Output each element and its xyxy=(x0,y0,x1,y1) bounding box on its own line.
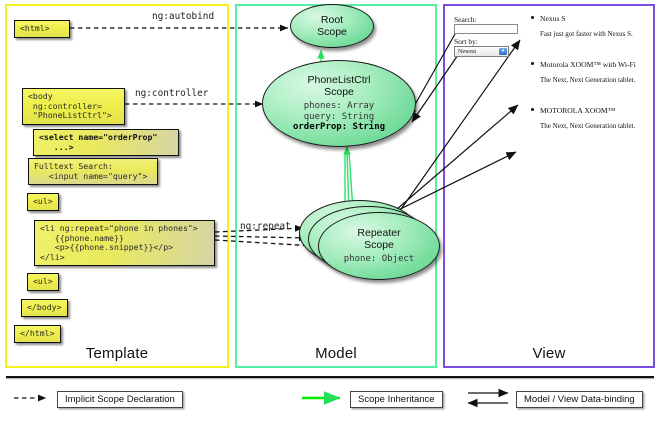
code-box-ul-open: <ul> xyxy=(27,193,59,211)
sort-by-label: Sort by: xyxy=(454,37,478,46)
scope-repeater-title-2: Scope xyxy=(364,239,394,252)
panel-view-label: View xyxy=(532,345,566,362)
code-box-html-open: <html> xyxy=(14,20,70,38)
scope-phonelistctrl-title-1: PhoneListCtrl xyxy=(307,74,371,87)
scope-root-title-2: Scope xyxy=(317,26,347,38)
code-box-html-close: </html> xyxy=(14,325,61,343)
sort-by-selected-value: Newest xyxy=(458,48,476,55)
panel-model-label: Model xyxy=(315,345,357,362)
bullet-icon xyxy=(531,61,534,65)
list-item: MOTOROLA XOOM™ xyxy=(531,106,616,115)
code-box-body-open: <body ng:controller= "PhoneListCtrl"> xyxy=(22,88,125,125)
search-input[interactable] xyxy=(454,24,518,34)
legend-divider xyxy=(6,376,654,378)
scope-phonelistctrl-props-plain: phones: Array query: String xyxy=(303,101,375,122)
chevron-updown-icon: ▾ xyxy=(499,48,507,55)
scope-phonelistctrl-props: phones: Array query: String orderProp: S… xyxy=(293,101,385,133)
scope-root-title-1: Root xyxy=(320,14,344,26)
phone-snippet: The Next, Next Generation tablet. xyxy=(540,122,636,130)
code-box-body-close: </body> xyxy=(21,299,68,317)
list-item: Motorola XOOM™ with Wi-Fi xyxy=(531,60,636,69)
phone-snippet: Fast just got faster with Nexus S. xyxy=(540,30,633,38)
code-box-li-ng-repeat: <li ng:repeat="phone in phones"> {{phone… xyxy=(34,220,215,267)
scope-phonelistctrl-props-bold: orderProp: String xyxy=(292,122,386,133)
scope-repeater-title-1: Repeater xyxy=(357,227,401,240)
scope-phonelistctrl: PhoneListCtrl Scope phones: Array query:… xyxy=(262,60,416,147)
scope-repeater-props: phone: Object xyxy=(343,254,415,265)
search-label: Search: xyxy=(454,15,477,24)
scope-phonelistctrl-title-2: Scope xyxy=(324,86,354,99)
legend-model-view-data-binding: Model / View Data-binding xyxy=(516,391,643,408)
panel-template-label: Template xyxy=(85,345,149,362)
scope-root: Root Scope xyxy=(290,4,374,48)
phone-name: MOTOROLA XOOM™ xyxy=(540,106,616,115)
panel-model: Model xyxy=(235,4,437,368)
sort-by-select[interactable]: Newest ▾ xyxy=(454,46,509,57)
code-box-fulltext-search: Fulltext Search: <input name="query"> xyxy=(28,158,158,186)
phone-name: Nexus S xyxy=(540,14,566,23)
legend-scope-inheritance: Scope Inheritance xyxy=(350,391,443,408)
panel-view: View xyxy=(443,4,655,368)
bullet-icon xyxy=(531,107,534,111)
phone-snippet: The Next, Next Generation tablet. xyxy=(540,76,636,84)
code-box-ul-close: <ul> xyxy=(27,273,59,291)
scope-repeater: Repeater Scope phone: Object xyxy=(318,212,440,280)
code-box-select-tag: <select name="orderProp" ...> xyxy=(33,129,179,157)
list-item: Nexus S xyxy=(531,14,566,23)
phone-name: Motorola XOOM™ with Wi-Fi xyxy=(540,60,636,69)
legend-implicit-scope-declaration: Implicit Scope Declaration xyxy=(57,391,183,408)
bullet-icon xyxy=(531,15,534,19)
